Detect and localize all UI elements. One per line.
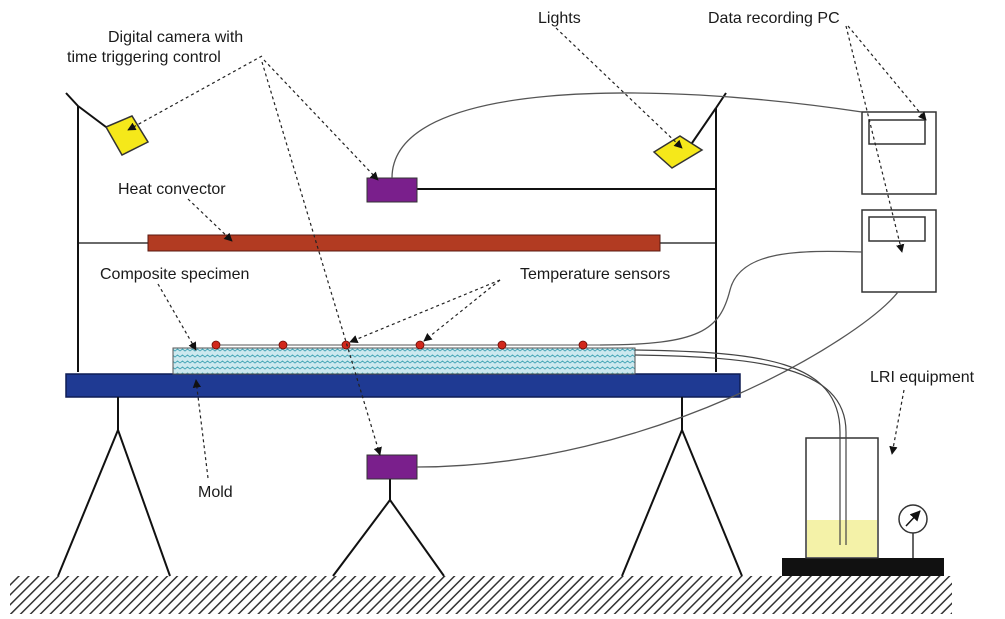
temperature-sensor: [278, 340, 288, 350]
label-temperature-sensors: Temperature sensors: [520, 266, 670, 283]
monitor-icon: [861, 111, 937, 195]
lamp-icon: [652, 135, 704, 169]
ground-hatch: [10, 576, 952, 614]
resin-tube: [634, 349, 847, 545]
frame: [65, 92, 727, 372]
lri-base: [782, 558, 944, 576]
camera-icon: [366, 177, 418, 203]
label-camera-line1: Digital camera with: [108, 29, 243, 46]
lamp-icon: [104, 115, 150, 156]
heat-convector: [147, 234, 661, 252]
temperature-sensor: [211, 340, 221, 350]
resin: [807, 520, 877, 557]
temperature-sensor: [415, 340, 425, 350]
label-pc: Data recording PC: [708, 10, 840, 27]
label-mold: Mold: [198, 484, 233, 501]
label-composite-specimen: Composite specimen: [100, 266, 249, 283]
temperature-sensor: [497, 340, 507, 350]
camera-icon: [366, 454, 418, 480]
cables: [391, 92, 899, 468]
temperature-sensor: [341, 340, 351, 350]
monitor-icon: [861, 209, 937, 293]
stands: [57, 397, 743, 577]
composite-specimen: [172, 347, 636, 375]
temperature-sensors: [211, 340, 588, 350]
label-camera-line2: time triggering control: [67, 49, 221, 66]
label-lights: Lights: [538, 10, 581, 27]
label-heat-convector: Heat convector: [118, 181, 226, 198]
mold: [65, 373, 741, 398]
label-lri-equipment: LRI equipment: [870, 369, 975, 386]
pointer-arrows: [127, 25, 927, 479]
temperature-sensor: [578, 340, 588, 350]
